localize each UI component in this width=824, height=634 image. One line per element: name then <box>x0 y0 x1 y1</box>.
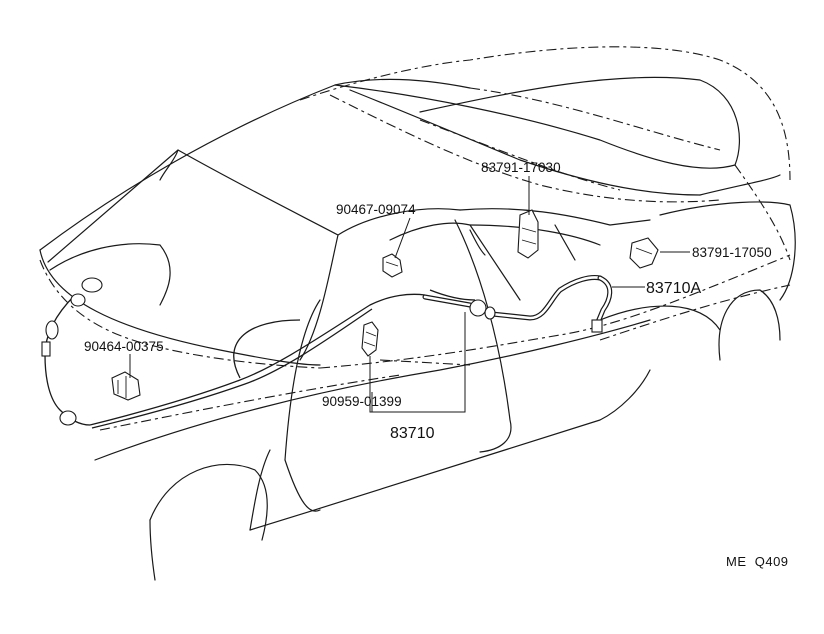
reference-code: ME Q409 <box>726 554 789 569</box>
cable-main <box>44 275 613 429</box>
label-bracket-upper-rear: 83791-17030 <box>481 160 561 175</box>
label-cable-rear: 83710A <box>646 280 701 297</box>
front-sensor-assembly <box>41 277 103 426</box>
label-clamp-mid: 90959-01399 <box>322 394 402 409</box>
hidden-outline <box>39 46 791 431</box>
clamp-mid-part <box>361 321 379 357</box>
clamp-front-part <box>111 371 141 401</box>
cable-connector <box>469 299 603 333</box>
bracket-rear-part <box>629 237 659 269</box>
bracket-upper-rear-part <box>517 209 539 259</box>
label-bracket-rear: 83791-17050 <box>692 245 772 260</box>
label-clip-roof: 90467-09074 <box>336 202 416 217</box>
clip-roof-part <box>382 253 403 278</box>
label-clamp-front: 90464-00375 <box>84 339 164 354</box>
label-cable-main: 83710 <box>390 425 435 442</box>
car-body-outline <box>39 76 796 581</box>
leader-lines <box>129 176 690 413</box>
